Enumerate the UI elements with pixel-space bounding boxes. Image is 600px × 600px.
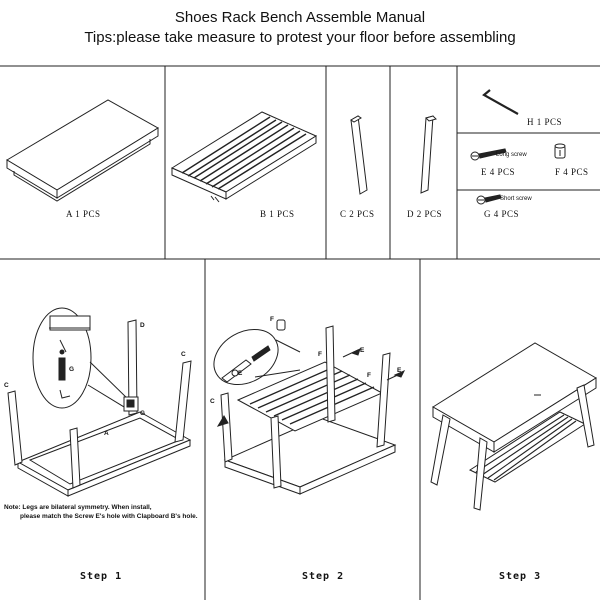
callout-step2-e-right: E xyxy=(360,347,365,354)
label-part-e: E 4 PCS xyxy=(481,167,516,177)
label-part-g: G 4 PCS xyxy=(484,209,520,219)
part-c-leg xyxy=(350,115,368,195)
hex-key-icon xyxy=(482,89,519,115)
callout-step2-f-lower: F xyxy=(367,372,371,379)
label-part-b: B 1 PCS xyxy=(260,209,295,219)
callout-step2-c: C xyxy=(210,398,215,405)
step1-illustration xyxy=(7,307,192,497)
callout-step2-f-right: F xyxy=(318,351,322,358)
label-long-screw: Long screw xyxy=(496,152,527,158)
step-3-label: Step 3 xyxy=(499,571,542,582)
part-a-seat-board xyxy=(6,99,159,202)
manual-title: Shoes Rack Bench Assemble Manual xyxy=(174,9,426,26)
callout-step1-a: A xyxy=(104,430,109,437)
callout-step1-g-bracket: G xyxy=(140,410,146,417)
step2-illustration xyxy=(213,319,406,495)
step-2-label: Step 2 xyxy=(302,571,345,582)
long-screw-icon xyxy=(470,148,507,161)
part-d-leg xyxy=(420,115,437,194)
assembly-note: Note: Legs are bilateral symmetry. When … xyxy=(4,503,198,521)
label-part-d: D 2 PCS xyxy=(407,209,443,219)
label-part-c: C 2 PCS xyxy=(340,209,375,219)
callout-step2-e-lower: E xyxy=(397,367,402,374)
manual-subtitle: Tips:please take measure to protest your… xyxy=(84,29,516,46)
barrel-nut-icon xyxy=(554,143,566,159)
label-part-h: H 1 PCS xyxy=(527,117,563,127)
callout-step2-f: F xyxy=(270,316,274,323)
callout-step2-e: E xyxy=(238,370,243,377)
callout-step1-c-right: C xyxy=(181,351,186,358)
short-screw-icon xyxy=(476,194,502,205)
note-line-2: please match the Screw E's hole with Cla… xyxy=(20,513,198,520)
callout-step1-c-left: C xyxy=(4,382,9,389)
callout-step1-d: D xyxy=(140,322,145,329)
label-part-a: A 1 PCS xyxy=(66,209,101,219)
step3-illustration xyxy=(430,342,597,511)
step-1-label: Step 1 xyxy=(80,571,123,582)
label-short-screw: Short screw xyxy=(500,196,532,202)
label-part-f: F 4 PCS xyxy=(555,167,589,177)
part-b-slatted-shelf xyxy=(170,111,318,203)
callout-step1-g: G xyxy=(69,366,75,373)
note-line-1: Note: Legs are bilateral symmetry. When … xyxy=(4,504,152,511)
